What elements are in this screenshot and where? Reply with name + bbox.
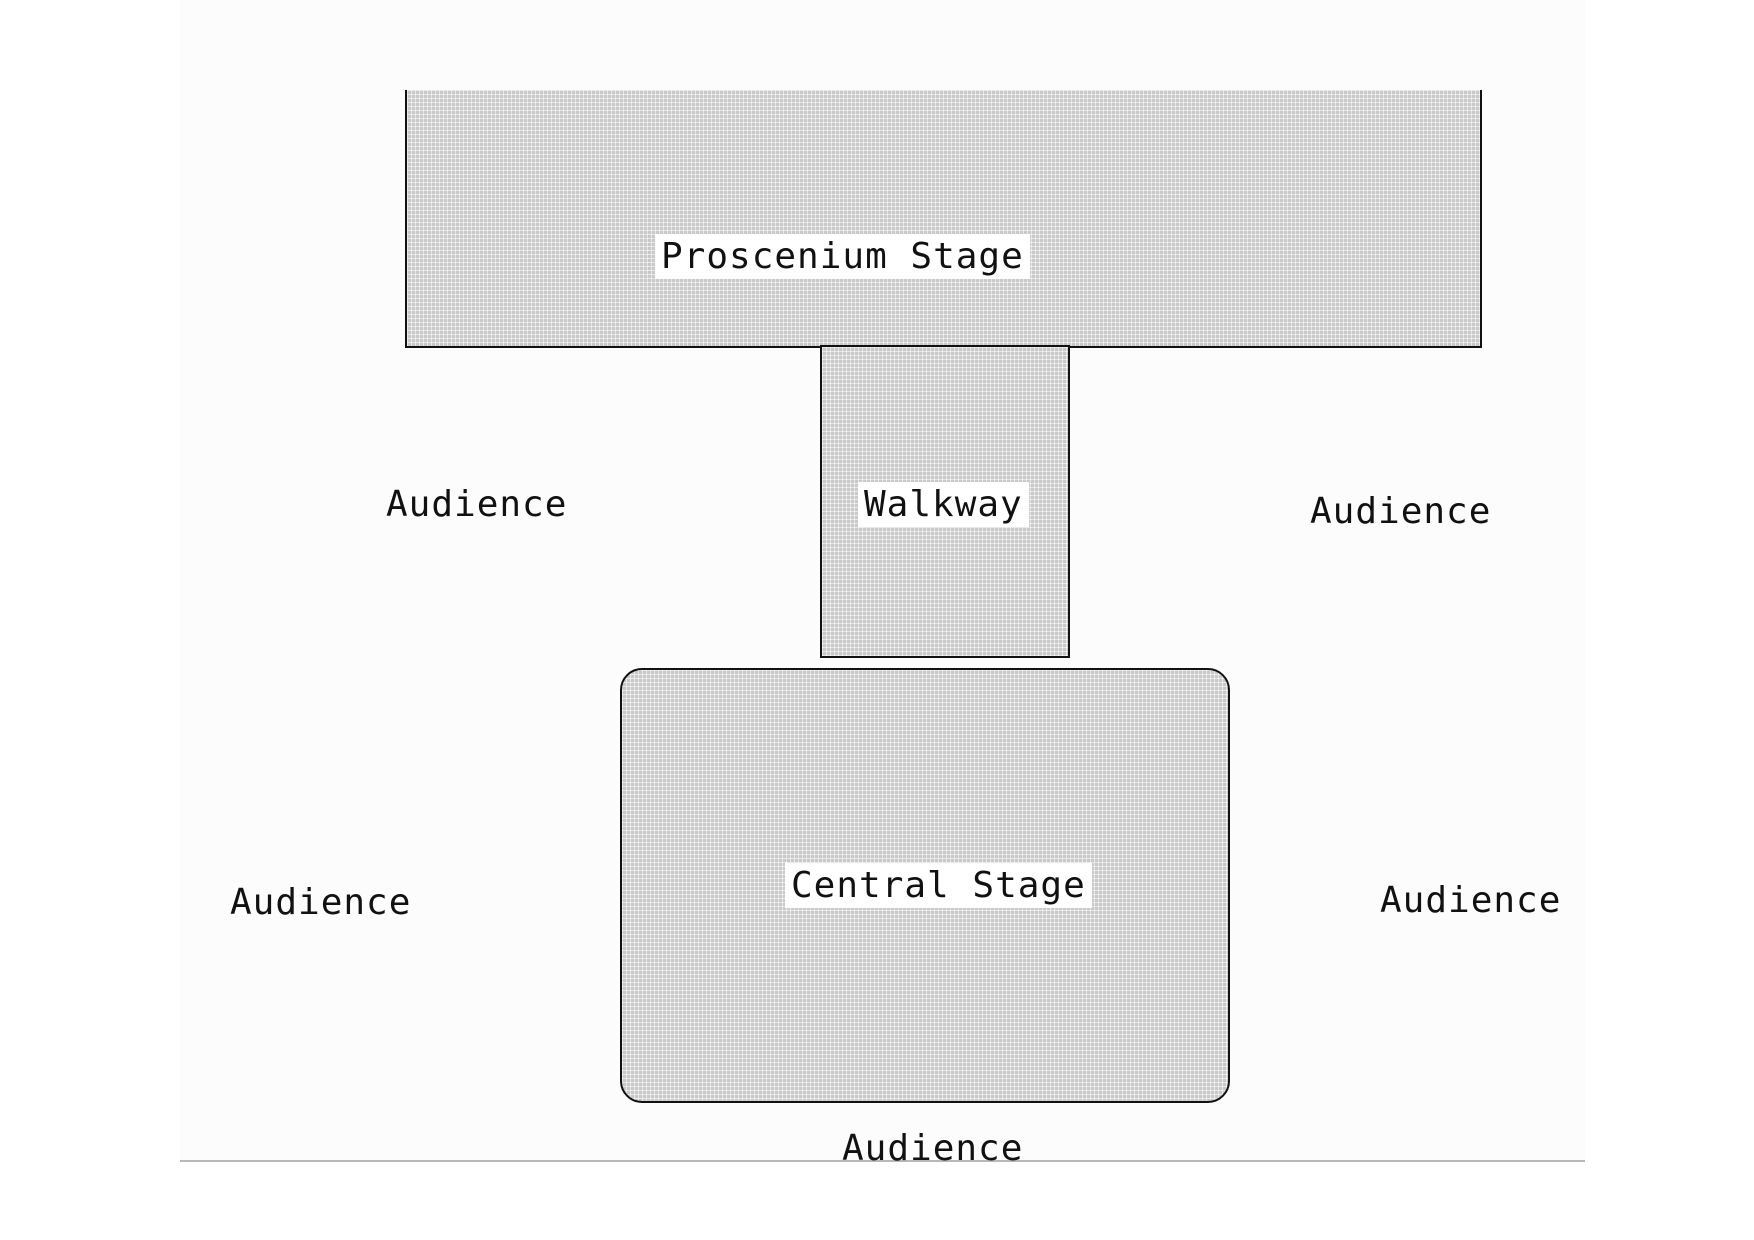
walkway-label: Walkway [858,482,1029,528]
audience-label-right-upper: Audience [1310,491,1492,532]
audience-label-left-upper: Audience [386,484,568,525]
audience-label-right-lower: Audience [1380,880,1562,921]
central-stage-label: Central Stage [785,863,1092,909]
central-stage [620,668,1230,1103]
page-edge-line [180,1160,1585,1162]
audience-label-bottom: Audience [842,1128,1024,1169]
audience-label-left-lower: Audience [230,882,412,923]
proscenium-stage [405,90,1482,348]
proscenium-stage-label: Proscenium Stage [655,234,1030,280]
